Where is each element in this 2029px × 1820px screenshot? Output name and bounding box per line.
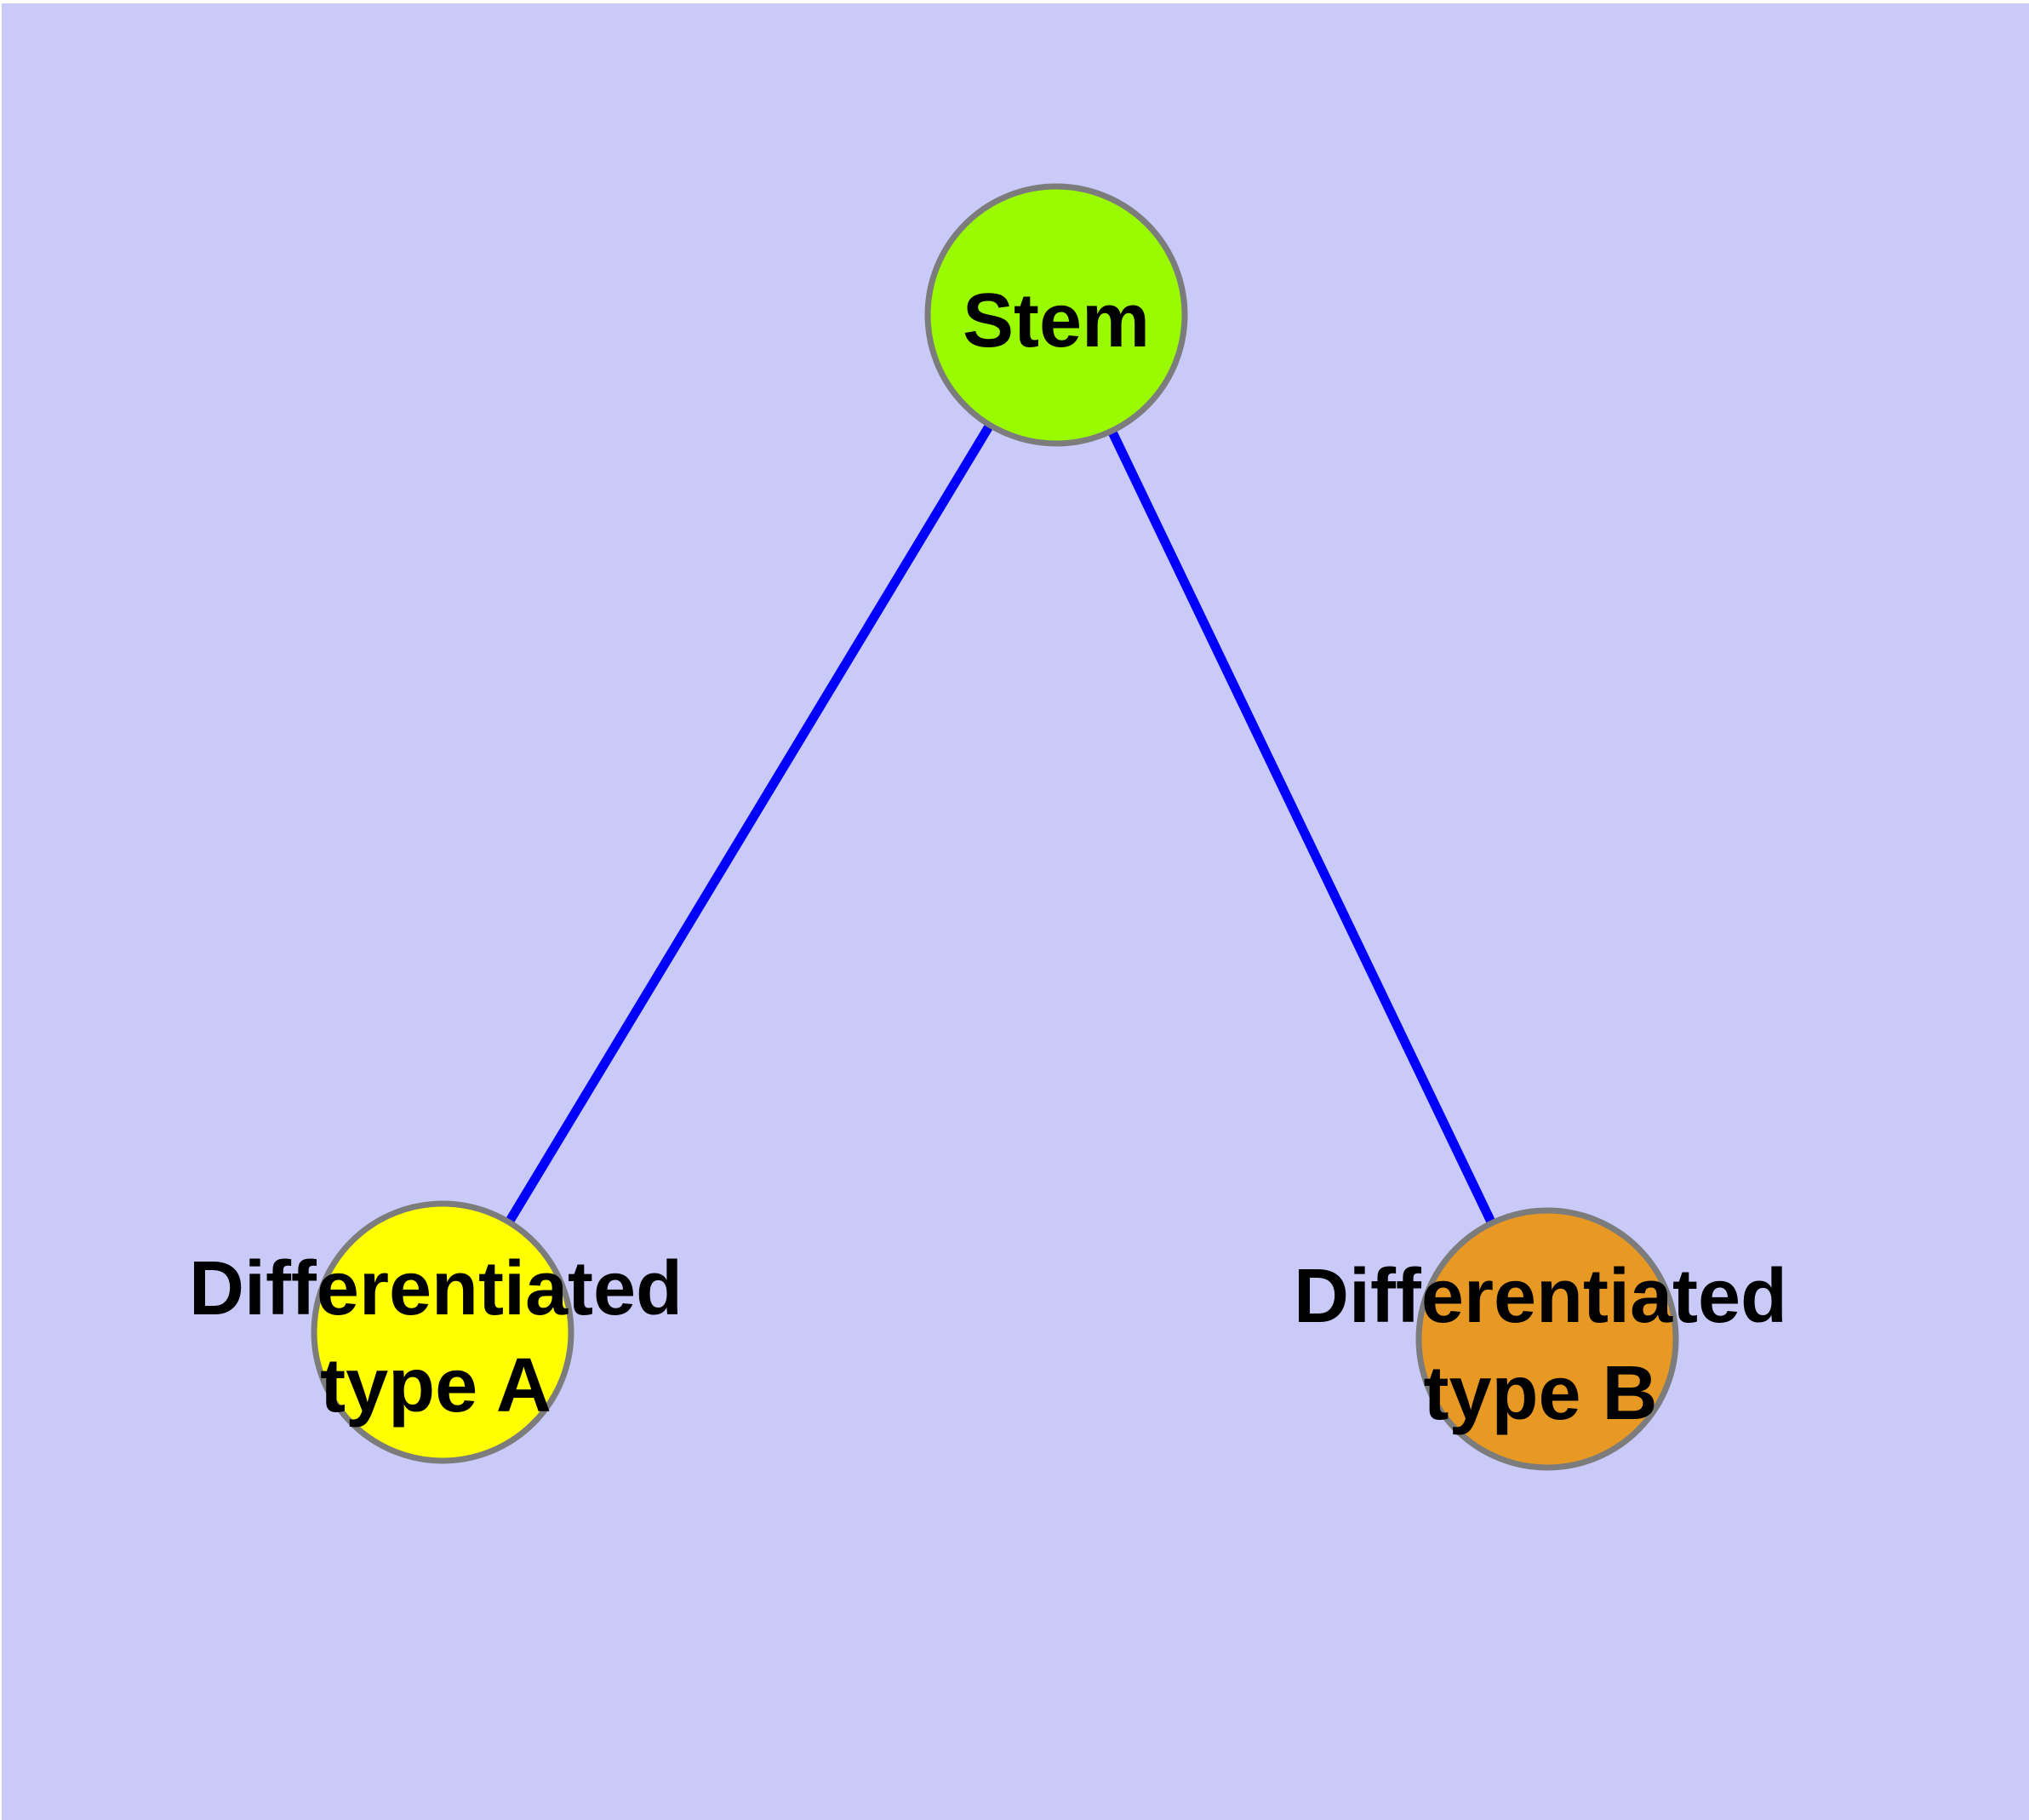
node-type-b-label-line2: type B <box>1423 1351 1657 1436</box>
node-type-b-label-line1: Differentiated <box>1294 1254 1787 1339</box>
node-type-a-label-line2: type A <box>320 1343 552 1428</box>
edge-stem-to-type-b <box>1052 312 1552 1342</box>
node-type-a-circle <box>311 1200 574 1464</box>
edge-stem-to-type-a <box>438 312 1060 1335</box>
node-type-a-label-line1: Differentiated <box>189 1246 683 1331</box>
node-type-b-circle <box>1415 1207 1679 1471</box>
node-stem-label: Stem <box>963 278 1150 363</box>
node-stem-circle <box>924 183 1188 447</box>
